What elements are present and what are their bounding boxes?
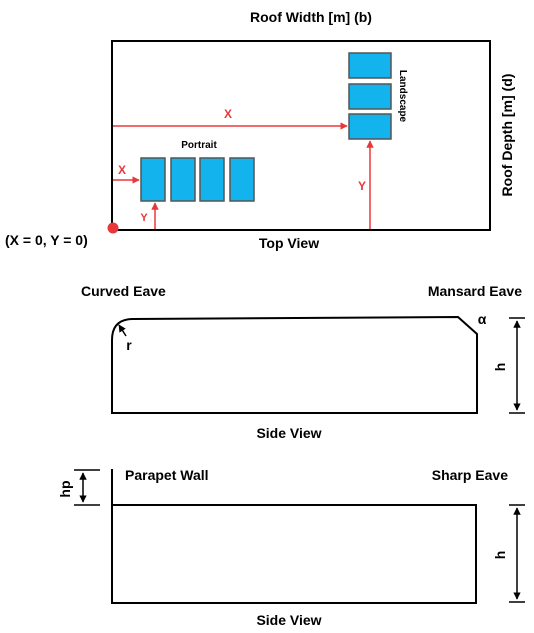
radius-arrow <box>118 324 127 337</box>
roof-outline-top <box>111 40 491 231</box>
landscape-panel <box>348 113 392 140</box>
landscape-label: Landscape <box>397 70 408 123</box>
x-label-landscape: X <box>224 107 232 121</box>
roof-outline-side-parapet <box>111 504 477 604</box>
side-view-title-2: Side View <box>256 612 321 628</box>
mansard-eave-label: Mansard Eave <box>428 283 522 299</box>
parapet-wall-label: Parapet Wall <box>125 467 209 483</box>
radius-label: r <box>126 337 132 353</box>
parapet-height-label: hp <box>57 480 73 497</box>
y-label-landscape: Y <box>358 179 366 193</box>
portrait-panel <box>170 157 196 202</box>
portrait-label: Portrait <box>181 140 217 151</box>
landscape-panel <box>348 83 392 110</box>
curved-eave-label: Curved Eave <box>81 283 166 299</box>
portrait-panel <box>140 157 166 202</box>
side-view-title-1: Side View <box>256 425 321 441</box>
origin-marker <box>107 222 119 234</box>
roof-depth-label: Roof Depth [m] (d) <box>499 74 515 197</box>
landscape-panel <box>348 52 392 79</box>
angle-label: α <box>478 311 487 327</box>
sharp-eave-label: Sharp Eave <box>432 467 508 483</box>
height-label: h <box>492 363 508 372</box>
roof-width-label: Roof Width [m] (b) <box>250 9 372 25</box>
height-label-2: h <box>492 551 508 560</box>
x-label-portrait: X <box>118 163 126 177</box>
portrait-panel <box>199 157 225 202</box>
roof-outline-side-curved-mansard <box>111 315 478 414</box>
portrait-panel <box>229 157 255 202</box>
origin-label: (X = 0, Y = 0) <box>5 232 88 248</box>
y-label-portrait: Y <box>140 212 148 224</box>
top-view-title: Top View <box>259 235 319 251</box>
